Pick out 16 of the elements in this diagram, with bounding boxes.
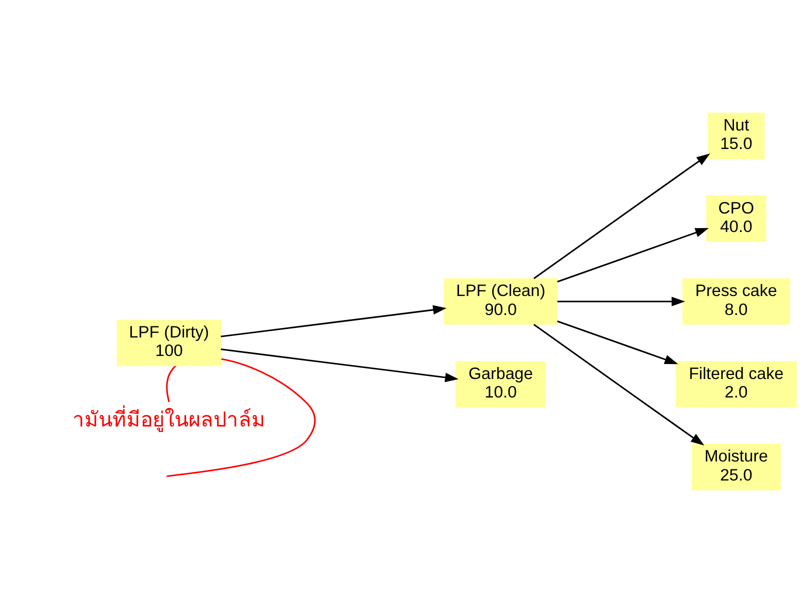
node-box: Moisture 25.0 [692,443,781,490]
arrow [557,296,686,306]
node-box: Press cake 8.0 [682,278,790,324]
node-box: LPF (Dirty) 100 [116,319,222,366]
arrow [557,320,678,364]
node-text: ามันที่มีอยู่ในผลปาล์ม [72,407,266,432]
arrow [557,228,709,282]
node-box: CPO 40.0 [706,194,766,242]
node-box: LPF (Clean) 90.0 [444,278,558,324]
arrow [533,323,704,445]
node-box: Nut 15.0 [708,112,765,159]
node-box: Filtered cake 2.0 [676,360,797,408]
arrow [220,348,459,382]
arrow [220,304,447,337]
arrow [533,152,710,279]
node-box: Garbage 10.0 [456,360,546,408]
